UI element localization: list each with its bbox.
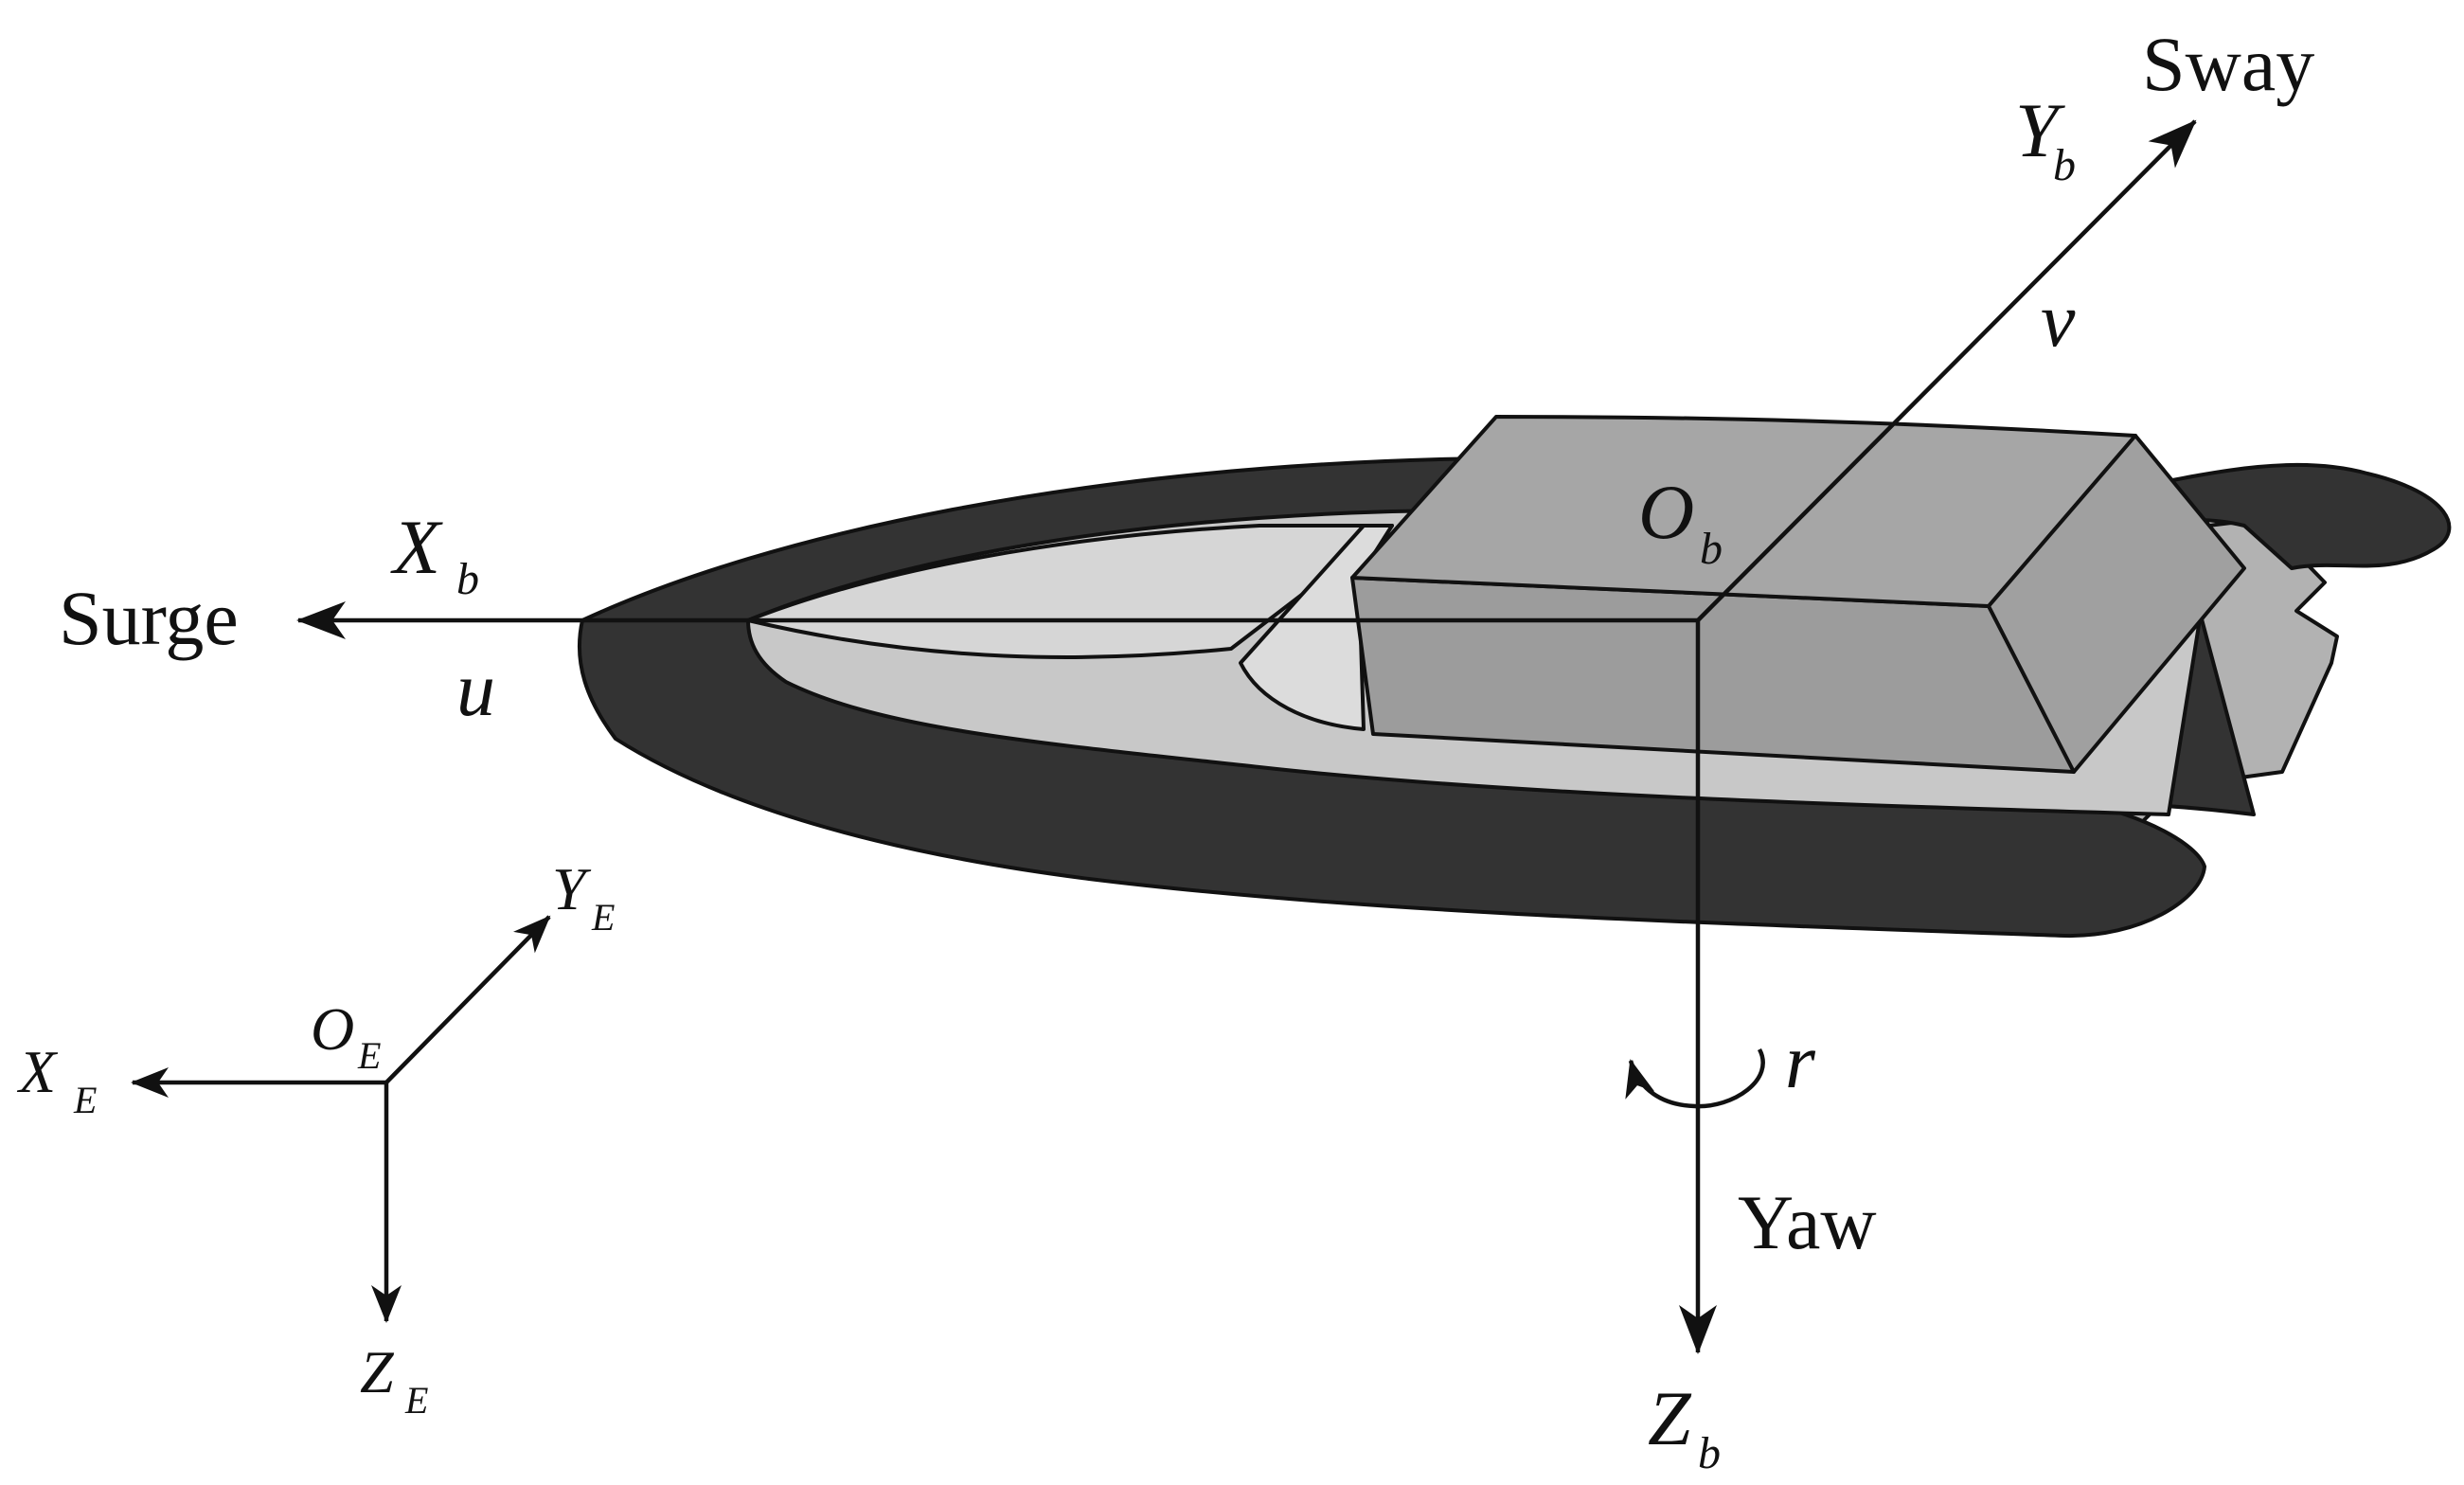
body-frame-labels: Surge X b u Sway Y b v O b r Yaw Z b [59, 21, 2314, 1478]
surge-velocity-label: u [456, 646, 495, 732]
earth-z-label: Z [360, 1338, 395, 1405]
boat [578, 415, 2452, 939]
body-frame-axes [296, 119, 2197, 1354]
yaw-axis-subscript: b [1698, 1428, 1721, 1478]
surge-axis-label: X [390, 504, 443, 590]
earth-frame-labels: O E X E Y E Z E [16, 855, 615, 1422]
yaw-axis-label: Z [1648, 1375, 1692, 1461]
cabin-side [1987, 434, 2246, 774]
sway-velocity-label: v [2041, 277, 2076, 363]
cabin-top [1350, 415, 2137, 608]
surge-axis-subscript: b [456, 554, 479, 604]
earth-origin-label: O [311, 995, 354, 1063]
yaw-rate-label: r [1785, 1018, 1816, 1104]
earth-z-subscript: E [404, 1379, 428, 1422]
sway-axis-label: Y [2015, 87, 2065, 173]
earth-x-label: X [16, 1038, 59, 1105]
aft-fender-upper [2110, 462, 2452, 570]
earth-x-subscript: E [73, 1079, 97, 1121]
sway-axis-subscript: b [2053, 140, 2076, 190]
body-origin-label: O [1638, 469, 1694, 555]
earth-y-label: Y [552, 855, 592, 922]
earth-y-axis [384, 915, 551, 1084]
foredeck-panel [746, 524, 1394, 659]
sway-axis [1696, 119, 2197, 622]
earth-origin-subscript: E [357, 1034, 381, 1077]
earth-frame-axes [131, 915, 551, 1323]
body-origin-subscript: b [1700, 524, 1723, 574]
surge-label: Surge [59, 575, 239, 661]
earth-y-subscript: E [591, 896, 615, 939]
yaw-label: Yaw [1738, 1179, 1877, 1265]
sway-label: Sway [2142, 21, 2314, 107]
yaw-rotation-arrow [1625, 1047, 1765, 1109]
